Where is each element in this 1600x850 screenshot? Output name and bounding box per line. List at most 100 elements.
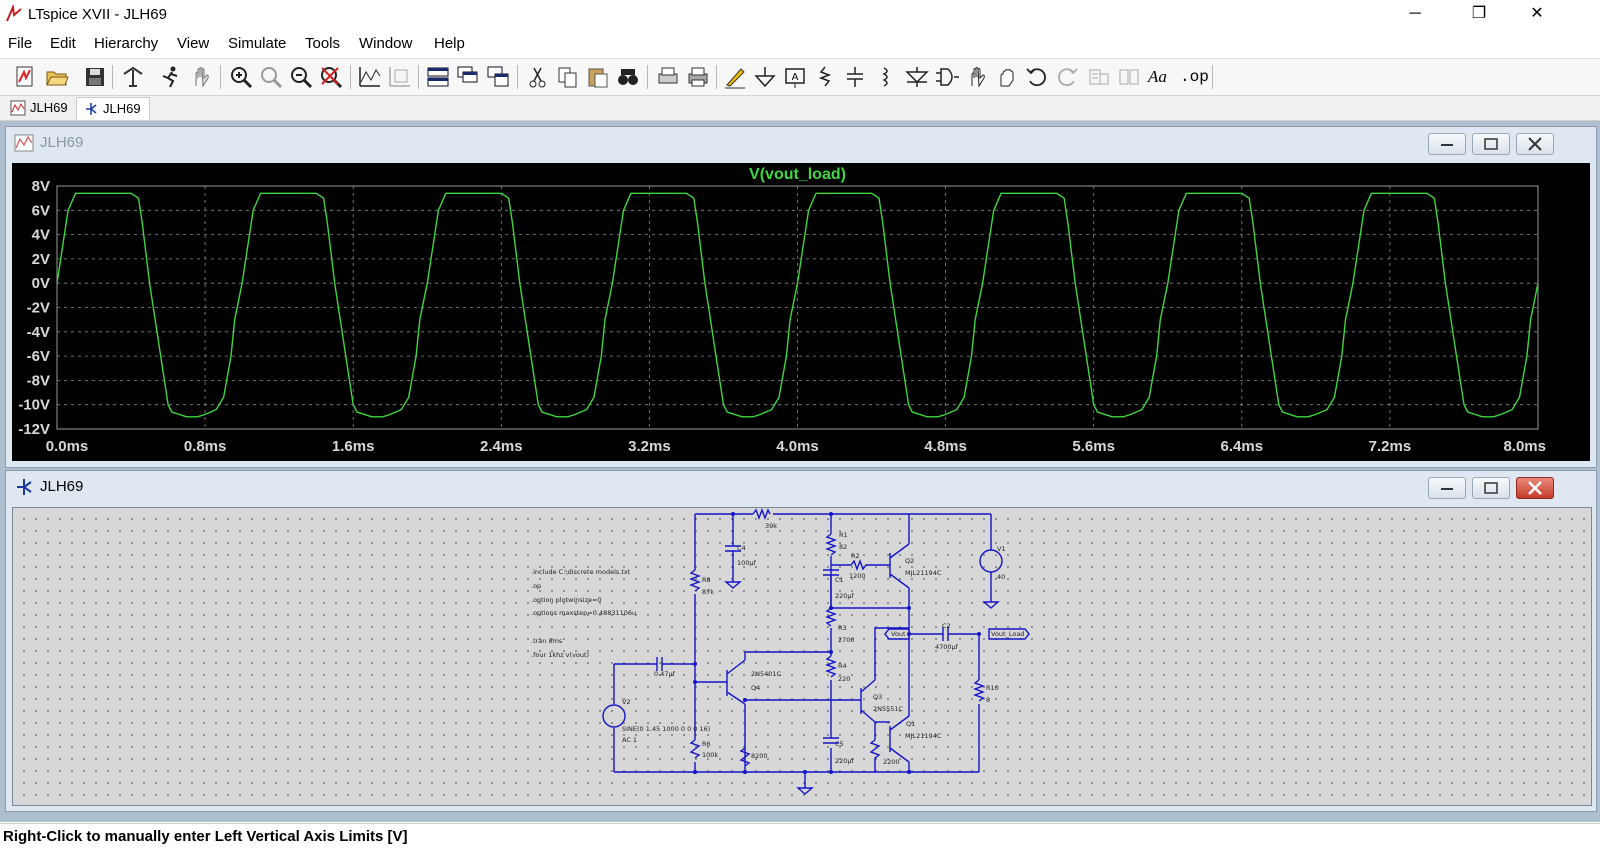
maximize-button[interactable]: ❐: [1471, 5, 1487, 22]
copy-icon[interactable]: [555, 64, 581, 90]
directive-op: .op: [531, 582, 541, 590]
diode-icon[interactable]: [904, 64, 930, 90]
maximize-button[interactable]: [1472, 477, 1510, 499]
waveform-window-title: JLH69: [40, 134, 84, 151]
tab-schematic-jlh69[interactable]: JLH69: [76, 97, 150, 120]
zoom-area-icon[interactable]: [258, 64, 284, 90]
control-panel-icon[interactable]: [120, 64, 146, 90]
close-button[interactable]: [1516, 477, 1554, 499]
svg-text:2N5551C: 2N5551C: [873, 705, 904, 713]
resistor-icon[interactable]: [812, 64, 838, 90]
ground-icon[interactable]: [752, 64, 778, 90]
cut-icon[interactable]: [525, 64, 551, 90]
menu-edit[interactable]: Edit: [50, 35, 76, 52]
x-tick-label: 6.4ms: [1221, 438, 1264, 455]
title-bar[interactable]: LTspice XVII - JLH69 ─ ❐ ✕: [0, 0, 1600, 30]
zoom-full-icon[interactable]: [318, 64, 344, 90]
window-title: LTspice XVII - JLH69: [28, 6, 167, 23]
menu-file[interactable]: File: [8, 35, 33, 52]
x-tick-label: 0.8ms: [184, 438, 227, 455]
find-icon[interactable]: [615, 64, 641, 90]
rotate-icon[interactable]: [1086, 64, 1112, 90]
maximize-button[interactable]: [1472, 133, 1510, 155]
inductor-icon[interactable]: [872, 64, 898, 90]
mirror-icon[interactable]: [1116, 64, 1142, 90]
move-icon[interactable]: [964, 64, 990, 90]
open-icon[interactable]: [44, 64, 70, 90]
x-tick-label: 0.0ms: [46, 438, 89, 455]
schematic-window: JLH69: [5, 470, 1597, 812]
autorange-icon[interactable]: [357, 64, 383, 90]
new-schematic-icon[interactable]: [12, 64, 38, 90]
svg-text:SINE(0 1.45 1000 0 0 0 16): SINE(0 1.45 1000 0 0 0 16): [622, 725, 710, 733]
status-text: Right-Click to manually enter Left Verti…: [3, 828, 408, 845]
x-tick-label: 3.2ms: [628, 438, 671, 455]
series-line-vout-load: [56, 192, 1539, 418]
save-icon[interactable]: [82, 64, 108, 90]
minimize-button[interactable]: [1428, 133, 1466, 155]
schematic-window-title: JLH69: [40, 478, 84, 495]
svg-text:R8: R8: [702, 576, 711, 584]
undo-icon[interactable]: [1024, 64, 1050, 90]
y-tick-label: -12V: [18, 421, 50, 438]
menu-hierarchy[interactable]: Hierarchy: [94, 35, 159, 52]
run-icon[interactable]: [157, 64, 183, 90]
schematic-canvas[interactable]: .include C:\discrete models.txt .op .opt…: [12, 507, 1592, 806]
menu-help[interactable]: Help: [434, 35, 465, 52]
redo-icon[interactable]: [1054, 64, 1080, 90]
label-net-icon[interactable]: A: [782, 64, 808, 90]
component-icon[interactable]: [934, 64, 960, 90]
schematic-drawing[interactable]: .include C:\discrete models.txt .op .opt…: [13, 508, 1591, 805]
svg-text:C1: C1: [835, 576, 844, 584]
svg-text:2N5401C: 2N5401C: [751, 670, 782, 678]
menu-bar: File Edit Hierarchy View Simulate Tools …: [0, 31, 1600, 57]
menu-view[interactable]: View: [177, 35, 210, 52]
waveform-window-titlebar[interactable]: JLH69: [6, 127, 1596, 157]
plot-settings-icon[interactable]: [387, 64, 413, 90]
x-tick-label: 4.0ms: [776, 438, 819, 455]
svg-text:8: 8: [986, 696, 990, 704]
print-icon[interactable]: [685, 64, 711, 90]
tab-waveform-jlh69[interactable]: JLH69: [4, 97, 72, 119]
paste-icon[interactable]: [585, 64, 611, 90]
directive-four: .four 1khz v(vout): [531, 651, 589, 659]
capacitor-icon[interactable]: [842, 64, 868, 90]
print-preview-icon[interactable]: [655, 64, 681, 90]
drag-icon[interactable]: [994, 64, 1020, 90]
x-tick-label: 4.8ms: [924, 438, 967, 455]
svg-text:AC 1: AC 1: [622, 736, 637, 744]
svg-text:2200: 2200: [883, 758, 900, 766]
svg-text:C2: C2: [942, 622, 951, 630]
draw-wire-icon[interactable]: [722, 64, 748, 90]
spice-directive-icon[interactable]: .op: [1180, 68, 1209, 86]
ltspice-app-icon: [6, 5, 22, 22]
menu-tools[interactable]: Tools: [305, 35, 341, 52]
close-button[interactable]: ✕: [1530, 5, 1544, 22]
svg-text:R6: R6: [702, 740, 711, 748]
schematic-window-titlebar[interactable]: JLH69: [6, 471, 1596, 501]
y-tick-label: 8V: [32, 178, 50, 195]
halt-icon[interactable]: [188, 64, 214, 90]
menu-simulate[interactable]: Simulate: [228, 35, 287, 52]
minimize-button[interactable]: ─: [1409, 5, 1421, 22]
waveform-icon: [10, 100, 26, 116]
menu-window[interactable]: Window: [359, 35, 413, 52]
tile-vertical-icon[interactable]: [485, 64, 511, 90]
text-icon[interactable]: Aa: [1148, 67, 1167, 86]
svg-text:220: 220: [838, 675, 850, 683]
cascade-icon[interactable]: [455, 64, 481, 90]
svg-text:100k: 100k: [702, 751, 718, 759]
y-tick-label: -4V: [27, 324, 50, 341]
waveform-icon: [14, 134, 34, 152]
zoom-out-icon[interactable]: [288, 64, 314, 90]
directive-plotwinsize: .option plotwinsize=0: [531, 596, 602, 604]
minimize-button[interactable]: [1428, 477, 1466, 499]
svg-text:39k: 39k: [765, 522, 777, 530]
tile-horizontal-icon[interactable]: [425, 64, 451, 90]
zoom-in-icon[interactable]: [228, 64, 254, 90]
close-button[interactable]: [1516, 133, 1554, 155]
